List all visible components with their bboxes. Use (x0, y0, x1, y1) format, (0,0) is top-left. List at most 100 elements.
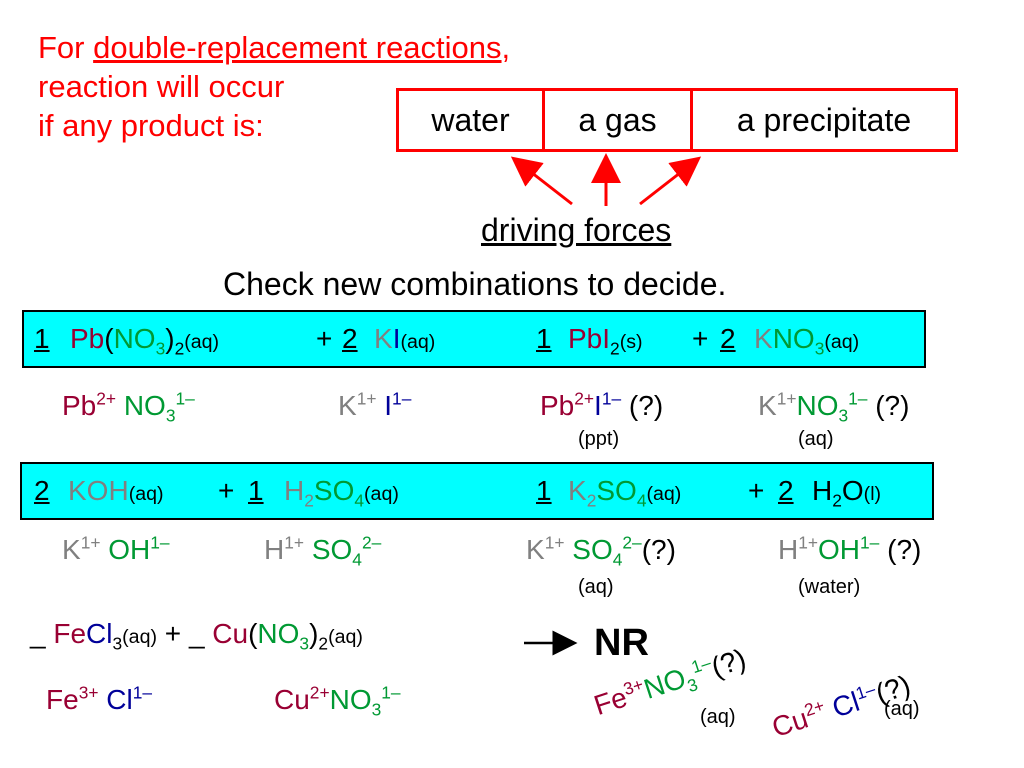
ions3-no-charge: 1– (381, 682, 401, 703)
ions2-p2-h-charge: 1+ (798, 532, 819, 553)
ions2-product-2: H1+OH1– (?) (778, 534, 921, 566)
ions2-so-charge: 2– (361, 532, 382, 553)
eq1-no2-sub: 3 (814, 338, 825, 359)
ions2-p2-oh-charge: 1– (860, 532, 880, 553)
ions1-p2-no-sub: 3 (838, 405, 849, 426)
eq3-fe: Fe (53, 618, 87, 649)
eq1-i-symbol: I (392, 323, 401, 354)
ions1-p1-question: (?) (628, 390, 664, 421)
intro-text: For double-replacement reactions, reacti… (38, 28, 510, 145)
equation-1-box: 1 Pb(NO3)2(aq) + 2 KI(aq) 1 PbI2(s) + 2 … (22, 310, 926, 368)
ions1-i-charge: 1– (392, 388, 412, 409)
ions2-product-1: K1+ SO42–(?) (526, 532, 676, 568)
ions2-p2-state: (water) (798, 576, 861, 598)
eq3-state-2: (aq) (328, 626, 363, 648)
eq2-so-sub: 4 (354, 490, 365, 511)
df-cell-water: water (399, 91, 545, 149)
eq2-state-2: (aq) (364, 483, 399, 505)
eq2-state-1: (aq) (128, 483, 164, 505)
intro-line3: if any product is: (38, 108, 264, 143)
ions2-p1-k-charge: 1+ (544, 532, 565, 553)
ions3-fe: Fe (46, 684, 79, 715)
eq1-no-symbol: NO (113, 323, 156, 354)
eq1-paren-close: ) (165, 323, 175, 354)
ions2-h: H (264, 534, 285, 565)
ions2-oh: OH (108, 534, 151, 565)
ions2-k: K (62, 534, 81, 565)
eq3-plus: + (164, 618, 182, 649)
ions1-p2-no-charge: 1– (848, 388, 868, 409)
eq3-no-sub: 3 (299, 633, 310, 654)
intro-line2: reaction will occur (38, 69, 285, 104)
eq2-plus-2: + (748, 475, 765, 506)
ions2-so: SO (311, 534, 353, 565)
driving-forces-table: water a gas a precipitate (396, 88, 958, 152)
ions2-p2-question: (?) (887, 534, 922, 565)
ions3-cl-charge: 1– (132, 682, 153, 703)
df-cell-precipitate: a precipitate (736, 101, 912, 138)
eq2-k-symbol: K (568, 475, 587, 506)
ions3-reactant-2: Cu2+NO31– (274, 682, 401, 718)
ions1-p2-k-charge: 1+ (776, 388, 797, 409)
eq2-so-symbol: SO (313, 475, 355, 506)
eq3-blank-2: _ (188, 618, 205, 649)
ions1-p1-pb: Pb (540, 390, 575, 421)
eq1-coef-2: 2 (342, 323, 358, 354)
eq2-k-sub: 2 (586, 490, 597, 511)
no-reaction-label: NR (594, 622, 649, 664)
ions2-p1-k: K (526, 534, 545, 565)
eq1-pb-symbol: Pb (70, 323, 105, 354)
eq3-cl-sub: 3 (112, 633, 123, 654)
ions3-no-sub: 3 (371, 699, 382, 720)
ions1-k-charge: 1+ (356, 388, 377, 409)
eq2-h-symbol: H (284, 475, 305, 506)
ions3-p1-state: (aq) (700, 706, 736, 728)
driving-forces-label: driving forces (481, 212, 672, 248)
eq2-h2o: H2O(l) (812, 464, 881, 521)
eq2-koh: KOH(aq) (68, 464, 164, 521)
ions3-cu: Cu (274, 684, 310, 715)
ions2-reactant-2: H1+ SO42– (264, 532, 382, 568)
eq2-coef-4: 2 (778, 475, 794, 506)
eq2-coef-3: 1 (536, 475, 552, 506)
eq1-no3: NO3 (113, 323, 166, 357)
eq3-paren-open: ( (248, 618, 258, 649)
ions3-fe-charge: 3+ (78, 682, 99, 703)
eq1-pb: Pb(NO3)2(aq) (70, 312, 219, 369)
ions1-reactant-2: K1+ I1– (338, 390, 411, 422)
df-cell-gas: a gas (545, 91, 693, 149)
ions2-p1-question: (?) (641, 534, 676, 565)
ions1-p2-k: K (758, 390, 777, 421)
ions2-h-charge: 1+ (284, 532, 305, 553)
intro-comma: , (501, 30, 511, 65)
ions1-p1-pb-charge: 2+ (574, 388, 595, 409)
ions3-reactant-1: Fe3+ Cl1– (46, 684, 152, 716)
ions2-p2-oh: OH (818, 534, 861, 565)
eq1-state-4: (aq) (824, 331, 860, 353)
ions2-reactant-1: K1+ OH1– (62, 534, 170, 566)
equation-2-box: 2 KOH(aq) + 1 H2SO4(aq) 1 K2SO4(aq) + 2 … (20, 462, 934, 520)
eq1-pbi-symbol: PbI (568, 323, 611, 354)
ions3-no: NO (329, 684, 372, 715)
ions1-reactant-1: Pb2+ NO31– (62, 390, 195, 424)
eq1-no-sub: 3 (155, 338, 166, 359)
ions2-p2-h: H (778, 534, 799, 565)
eq1-k2-symbol: K (754, 323, 773, 354)
ions3-cu-charge: 2+ (309, 682, 330, 703)
ions1-p1-i-charge: 1– (601, 388, 622, 409)
eq1-coef-4: 2 (720, 323, 736, 354)
eq1-paren-open: ( (104, 323, 114, 354)
eq2-so2-symbol: SO (596, 475, 637, 506)
eq3-state-1: (aq) (122, 626, 158, 648)
eq1-k-symbol: K (374, 323, 393, 354)
ions2-p1-state: (aq) (578, 576, 614, 598)
instruction-text: Check new combinations to decide. (223, 266, 727, 302)
eq2-h2o-h: H (812, 475, 833, 506)
equation-3: _ FeCl3(aq) + _ Cu(NO3)2(aq) (30, 618, 363, 652)
eq2-h2o-o: O (841, 475, 864, 506)
ions1-p2-question: (?) (875, 390, 910, 421)
ions2-p1-so-charge: 2– (622, 532, 642, 553)
eq1-sub2: 2 (174, 338, 185, 359)
eq1-state-1: (aq) (184, 331, 220, 353)
